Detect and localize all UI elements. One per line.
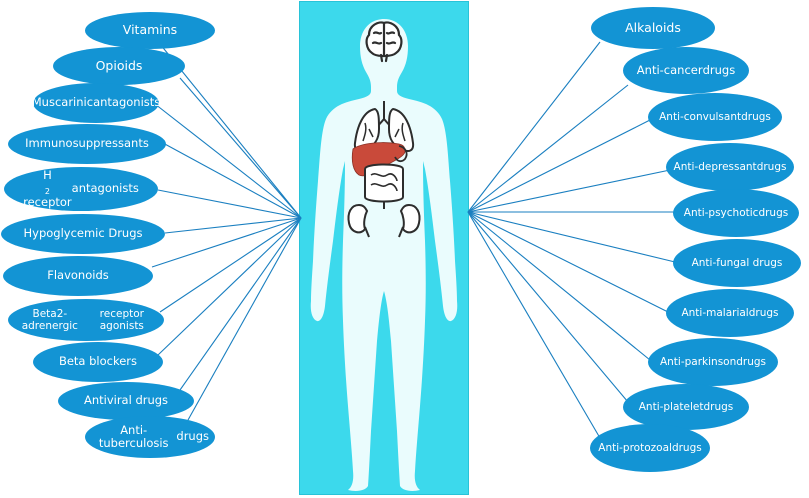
kidneys-icon <box>347 203 421 238</box>
oval-antiviral-drugs: Antiviral drugs <box>58 382 194 420</box>
connector-antiparkinson <box>467 211 651 361</box>
connector-antiviral <box>179 217 302 391</box>
label-flavonoids: Flavonoids <box>47 268 109 283</box>
label-beta-blockers: Beta blockers <box>58 354 138 369</box>
label-immunosuppressants: Immunosuppressants <box>25 136 149 151</box>
connector-muscarinic <box>154 103 302 219</box>
label-antiparkinson-line2: drugs <box>736 355 767 368</box>
connector-anticancer <box>467 84 629 213</box>
label-beta2-line2: receptor agonists <box>99 307 144 332</box>
connector-alkaloids <box>467 41 601 213</box>
connector-vitamins <box>159 43 302 219</box>
label-muscarinic-line2: antagonists <box>93 95 161 110</box>
label-antifungal: Anti-fungal drugs <box>691 256 783 269</box>
label-anticonvulsant-line1: Anti-convulsant <box>659 110 742 123</box>
connector-antifungal <box>467 211 676 263</box>
connector-antimalarial <box>467 211 669 313</box>
label-h2-line2: antagonists <box>71 181 139 196</box>
connector-immunosuppressants <box>162 142 302 219</box>
label-antituberculosis-line1: Anti-tuberculosis <box>98 422 169 450</box>
label-antiplatelet-line1: Anti-platelet <box>638 400 704 413</box>
label-antiparkinson-line1: Anti-parkinson <box>659 355 737 368</box>
oval-anti-fungal-drugs: Anti-fungal drugs <box>673 239 801 287</box>
label-antiprotozoal-line1: Anti-protozoal <box>598 441 672 454</box>
oval-anti-tuberculosis-drugs: Anti-tuberculosis drugs <box>85 416 215 458</box>
brain-icon <box>365 21 403 63</box>
label-antituberculosis-line2: drugs <box>176 429 209 444</box>
label-muscarinic-line1: Muscarinic <box>31 95 94 110</box>
label-beta2-line1: Beta2-adrenergic <box>21 307 78 332</box>
oval-beta-blockers: Beta blockers <box>33 342 163 382</box>
label-antiprotozoal-line2: drugs <box>671 441 702 454</box>
label-antimalarial-line1: Anti-malarial <box>681 306 749 319</box>
label-antidepressant-line2: drugs <box>756 160 787 173</box>
label-hypoglycemic: Hypoglycemic Drugs <box>23 226 143 241</box>
connector-antiplatelet <box>467 211 629 403</box>
intestines-icon <box>364 163 404 209</box>
oval-flavonoids: Flavonoids <box>3 256 153 296</box>
oval-opioids: Opioids <box>53 47 185 85</box>
oval-immunosuppressants: Immunosuppressants <box>8 124 166 164</box>
oval-hypoglycemic-drugs: Hypoglycemic Drugs <box>1 214 165 254</box>
label-vitamins: Vitamins <box>122 22 178 38</box>
label-opioids: Opioids <box>95 57 143 73</box>
oval-vitamins: Vitamins <box>85 12 215 49</box>
label-antidepressant-line1: Anti-depressant <box>673 160 757 173</box>
human-body-silhouette-icon <box>310 19 458 491</box>
connector-h2 <box>157 189 302 219</box>
label-antipsychotic-line1: Anti-psychotic <box>683 206 759 219</box>
label-anticancer-line2: drugs <box>702 62 736 77</box>
label-antiplatelet-line2: drugs <box>703 400 734 413</box>
label-anticancer-line1: Anti-cancer <box>636 62 703 77</box>
label-anticonvulsant-line2: drugs <box>741 110 771 123</box>
connector-antituberculosis <box>187 217 302 421</box>
label-antimalarial-line2: drugs <box>748 306 779 319</box>
oval-beta2-adrenergic: Beta2-adrenergic receptor agonists <box>8 299 164 341</box>
label-alkaloids: Alkaloids <box>625 19 681 35</box>
connector-hypoglycemic <box>164 217 302 234</box>
label-antipsychotic-line2: drugs <box>758 206 789 219</box>
connector-antidepressant <box>467 169 671 213</box>
connector-anticonvulsant <box>467 119 651 213</box>
oval-alkaloids: Alkaloids <box>591 7 715 49</box>
connector-opioids <box>179 77 302 219</box>
connector-flavonoids <box>151 217 302 268</box>
connector-beta-blockers <box>157 217 302 356</box>
connector-antiprotozoal <box>467 211 601 439</box>
connector-beta2 <box>159 217 302 313</box>
lungs-icon <box>353 101 415 152</box>
label-antiviral: Antiviral drugs <box>83 393 169 408</box>
